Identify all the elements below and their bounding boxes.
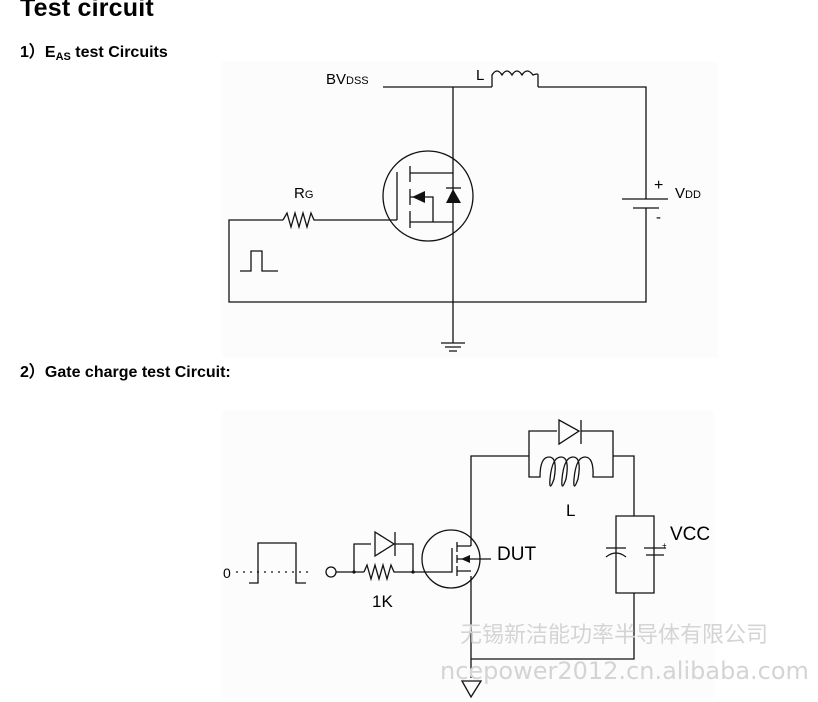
freewheel-diode-loop — [528, 420, 614, 456]
battery-vdd — [622, 192, 668, 209]
inductor-l1 — [491, 70, 539, 87]
wire-top — [383, 86, 647, 192]
zero-label: 0 — [223, 565, 231, 581]
dut-channel — [456, 542, 491, 576]
junction-dot-right — [411, 570, 415, 574]
section1-label-main: E — [44, 44, 56, 61]
eas-diagram-background — [222, 62, 718, 358]
section1-label-sub: AS — [55, 51, 71, 63]
section1-number: 1） — [20, 44, 45, 61]
pulse-source — [240, 250, 278, 272]
page-title: Test circuit — [20, 0, 154, 22]
capacitor-bank — [615, 515, 655, 594]
freewheel-diode-triangle — [558, 418, 581, 446]
watermark-company: 无锡新洁能功率半导体有限公司 — [460, 623, 768, 648]
section1-label-rest: test Circuits — [70, 44, 168, 61]
dut-arrow — [461, 555, 470, 563]
resistor-1k-label: 1K — [372, 592, 393, 611]
mosfet-arrow — [412, 191, 425, 203]
ground-triangle — [460, 680, 483, 699]
dut-label: DUT — [497, 544, 536, 565]
rg-label: RG — [294, 185, 313, 202]
inductor-label-l2: L — [566, 501, 575, 520]
gate-diode-triangle — [374, 530, 396, 558]
vdd-label: VDD — [675, 185, 701, 202]
ground-symbol — [441, 340, 465, 352]
capacitor-plus: + — [662, 541, 667, 550]
capacitor-electrolytic — [605, 547, 627, 558]
eas-circuit — [228, 70, 668, 352]
capacitor-plain — [644, 547, 666, 556]
section2-heading: 2）Gate charge test Circuit: — [20, 364, 231, 381]
mosfet-channel — [409, 166, 453, 228]
gate-charge-circuit — [236, 420, 666, 699]
mosfet-circle — [382, 150, 474, 242]
body-diode-triangle — [446, 189, 461, 203]
dut-gate — [424, 548, 453, 573]
resistor-rg — [282, 210, 397, 230]
battery-minus: - — [656, 209, 661, 226]
input-terminal — [325, 566, 337, 578]
vcc-label: VCC — [670, 524, 710, 545]
battery-plus: + — [654, 177, 663, 194]
inductor-l2 — [528, 456, 614, 487]
gate-charge-diagram-background — [222, 410, 714, 698]
inductor-label-l1: L — [476, 67, 484, 84]
watermark-url: ncepower2012.cn.alibaba.com — [440, 657, 809, 685]
drain-wire — [470, 455, 635, 678]
section1-heading: 1）EAS test Circuits — [20, 38, 168, 63]
resistor-1k — [363, 562, 413, 582]
input-wire — [336, 543, 424, 573]
junction-dot-left — [352, 570, 356, 574]
wire-right — [228, 208, 647, 303]
bvdss-label: BVDSS — [326, 71, 369, 88]
pulse-waveform — [249, 542, 306, 584]
